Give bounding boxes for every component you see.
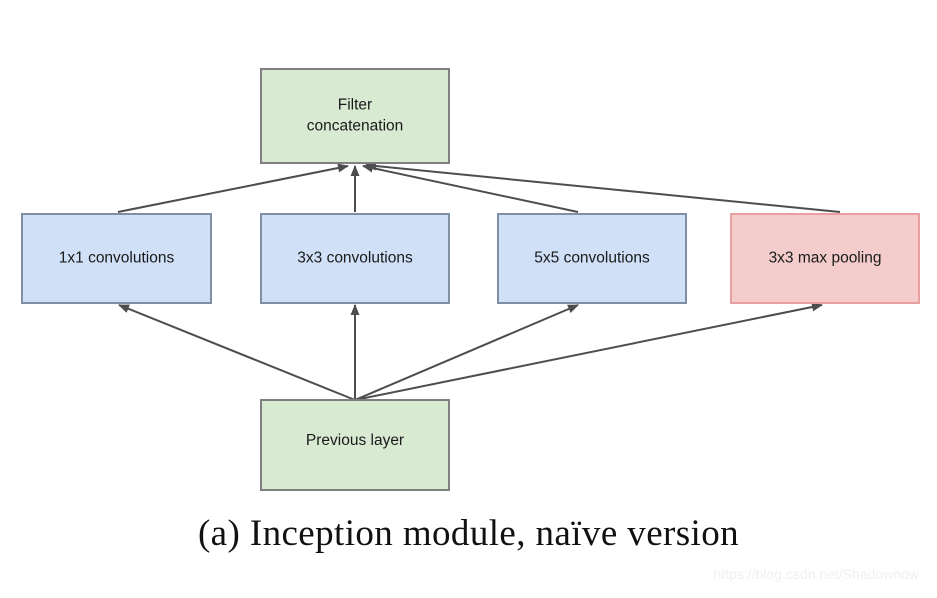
node-conv-5x5[interactable]: 5x5 convolutions xyxy=(497,213,687,304)
node-box-conv-5x5[interactable] xyxy=(497,213,687,304)
node-maxpool-3x3[interactable]: 3x3 max pooling xyxy=(730,213,920,304)
node-label-previous-layer: Previous layer xyxy=(306,432,404,449)
node-label-conv-3x3: 3x3 convolutions xyxy=(297,250,413,267)
edge-maxpool-to-concat xyxy=(365,161,841,213)
edge-prev-to-conv1x1 xyxy=(118,304,356,401)
watermark-text: https://blog.csdn.net/Shadownow xyxy=(713,566,919,582)
node-label-conv-5x5: 5x5 convolutions xyxy=(534,250,650,267)
node-box-filter-concatenation[interactable] xyxy=(260,68,450,164)
edge-conv5x5-to-concat xyxy=(362,163,579,213)
node-box-maxpool-3x3[interactable] xyxy=(730,213,920,304)
edge-prev-to-maxpool xyxy=(354,302,823,401)
node-label-maxpool-3x3: 3x3 max pooling xyxy=(769,250,882,267)
node-previous-layer[interactable]: Previous layer xyxy=(260,399,450,491)
node-conv-3x3[interactable]: 3x3 convolutions xyxy=(260,213,450,304)
node-conv-1x1[interactable]: 1x1 convolutions xyxy=(21,213,212,304)
edge-conv1x1-to-concat xyxy=(117,163,349,213)
node-box-previous-layer[interactable] xyxy=(260,399,450,491)
node-box-conv-1x1[interactable] xyxy=(21,213,212,304)
figure-caption: (a) Inception module, naïve version xyxy=(197,513,740,554)
edges-layer xyxy=(117,161,841,401)
edge-prev-to-conv5x5 xyxy=(354,304,579,401)
node-box-conv-3x3[interactable] xyxy=(260,213,450,304)
node-label-conv-1x1: 1x1 convolutions xyxy=(59,250,175,267)
